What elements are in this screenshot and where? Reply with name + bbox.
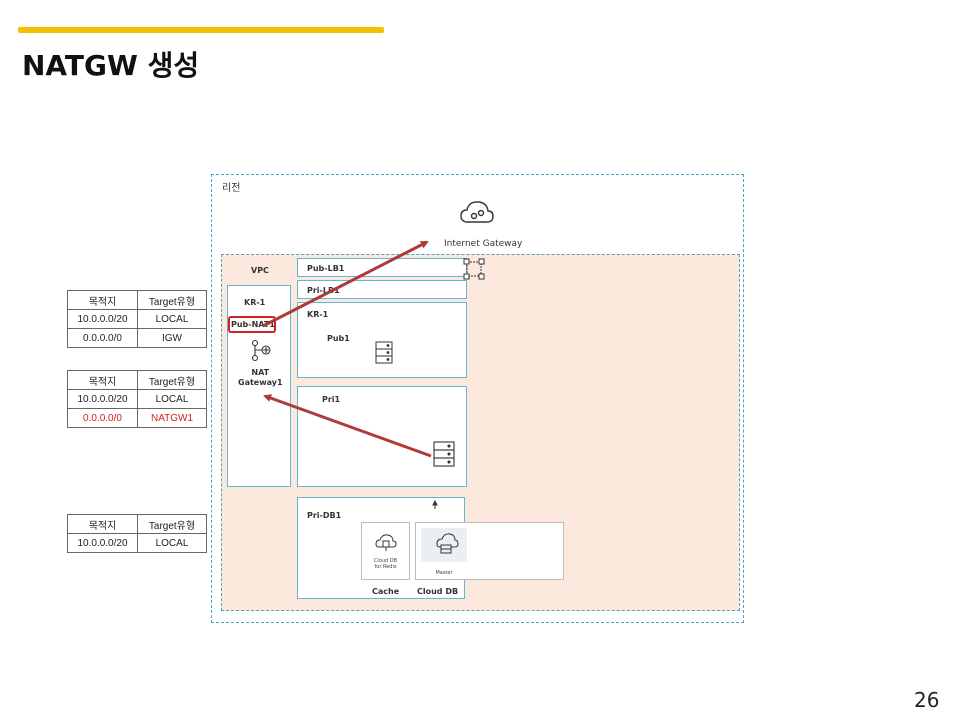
table-header-cell: 목적지 <box>67 370 138 390</box>
table-row: 10.0.0.0/20 LOCAL <box>67 309 207 329</box>
cloud-db-label: Cloud DB <box>417 587 459 596</box>
table-header-cell: 목적지 <box>67 290 138 310</box>
region-label: 리전 <box>222 183 241 194</box>
table-cell: IGW <box>137 328 207 348</box>
table-cell: 0.0.0.0/0 <box>67 328 138 348</box>
route-table-private: 목적지 Target유형 10.0.0.0/20 LOCAL 0.0.0.0/0… <box>67 370 207 428</box>
pri1-label: Pri1 <box>322 395 341 404</box>
redis-label: Cloud DB for Redis <box>363 558 408 570</box>
master-label: Master <box>435 570 453 576</box>
igw-label-background <box>433 235 530 254</box>
cache-label: Cache <box>372 587 400 596</box>
pub1-label: Pub1 <box>327 334 350 343</box>
table-header-cell: Target유형 <box>137 514 207 534</box>
page-number: 26 <box>914 688 940 712</box>
table-row-highlighted: 0.0.0.0/0 NATGW1 <box>67 408 207 428</box>
table-cell: LOCAL <box>137 533 207 553</box>
table-header-row: 목적지 Target유형 <box>67 290 207 310</box>
table-cell: 10.0.0.0/20 <box>67 309 138 329</box>
table-cell: LOCAL <box>137 309 207 329</box>
nat-gateway-label-line2: Gateway1 <box>238 378 283 387</box>
cloud-db-redis-box <box>361 522 410 580</box>
table-header-row: 목적지 Target유형 <box>67 370 207 390</box>
pri-db1-label: Pri-DB1 <box>307 511 342 520</box>
pub-lb1-label: Pub-LB1 <box>307 264 345 273</box>
table-header-cell: 목적지 <box>67 514 138 534</box>
nat-gateway-label: NAT Gateway1 <box>238 368 283 388</box>
table-row: 10.0.0.0/20 LOCAL <box>67 389 207 409</box>
table-cell: 0.0.0.0/0 <box>67 408 138 428</box>
table-cell: 10.0.0.0/20 <box>67 533 138 553</box>
table-header-row: 목적지 Target유형 <box>67 514 207 534</box>
table-cell: LOCAL <box>137 389 207 409</box>
kr1-left-label: KR-1 <box>244 298 266 307</box>
route-table-public: 목적지 Target유형 10.0.0.0/20 LOCAL 0.0.0.0/0… <box>67 290 207 348</box>
table-header-cell: Target유형 <box>137 370 207 390</box>
redis-label-line2: for Redis <box>374 564 397 570</box>
internet-gateway-label: Internet Gateway <box>444 239 523 249</box>
table-header-cell: Target유형 <box>137 290 207 310</box>
page-title: NATGW 생성 <box>22 49 200 82</box>
table-cell: NATGW1 <box>137 408 207 428</box>
vpc-label: VPC <box>251 266 269 275</box>
title-accent-bar <box>18 27 384 33</box>
table-cell: 10.0.0.0/20 <box>67 389 138 409</box>
pri-lb1-label: Pri-LB1 <box>307 286 340 295</box>
table-row: 0.0.0.0/0 IGW <box>67 328 207 348</box>
route-table-db: 목적지 Target유형 10.0.0.0/20 LOCAL <box>67 514 207 553</box>
master-db-tile <box>421 528 467 562</box>
redis-label-line1: Cloud DB <box>373 558 398 564</box>
region-boundary <box>211 174 744 623</box>
pub-nat1-label: Pub-NAT1 <box>231 320 275 329</box>
nat-gateway-label-line1: NAT <box>251 368 270 377</box>
kr1-right-label: KR-1 <box>307 310 329 319</box>
table-row: 10.0.0.0/20 LOCAL <box>67 533 207 553</box>
